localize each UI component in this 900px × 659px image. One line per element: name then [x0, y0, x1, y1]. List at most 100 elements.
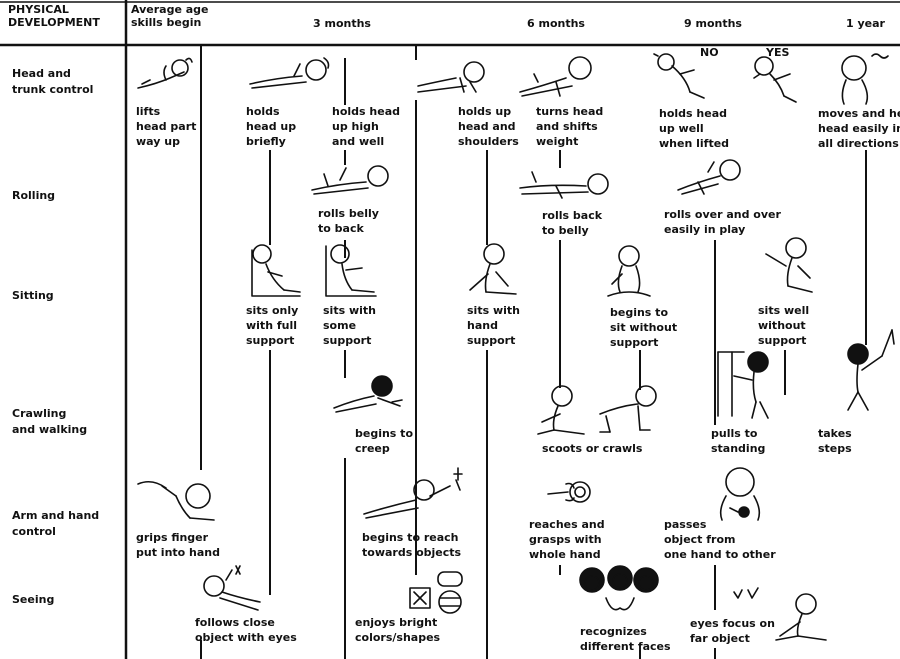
caption-holds-head-briefly: holds head up briefly: [246, 104, 296, 149]
caption-scoots-or-crawls: scoots or crawls: [542, 441, 642, 456]
caption-line: sits with: [467, 304, 520, 317]
caption-line: steps: [818, 442, 852, 455]
row-label-line: Crawling: [12, 407, 67, 420]
row-label-line: Arm and hand: [12, 509, 100, 522]
corner-title-line2: DEVELOPMENT: [8, 16, 100, 29]
caption-line: lifts: [136, 105, 161, 118]
baby-moves-head-illustration: [832, 50, 892, 106]
row-label-arm-hand: Arm and hand control: [12, 508, 99, 540]
baby-eyes-focus-illustration: [772, 592, 830, 646]
label-no: NO: [700, 46, 719, 59]
caption-line: head easily in: [818, 122, 900, 135]
baby-follows-object-illustration: [196, 564, 274, 614]
caption-line: recognizes: [580, 625, 647, 638]
baby-head-lag-no-illustration: [650, 52, 710, 102]
caption-line: with full: [246, 319, 298, 332]
baby-sits-alone-illustration: [604, 244, 654, 302]
row-label-line: Head and: [12, 67, 71, 80]
caption-line: takes: [818, 427, 852, 440]
caption-line: one hand to other: [664, 548, 776, 561]
caption-line: eyes focus on: [690, 617, 775, 630]
baby-rolls-belly-illustration: [308, 160, 392, 198]
caption-sits-well: sits well without support: [758, 303, 809, 348]
baby-scoots-illustration: [534, 384, 590, 440]
age-header-3-months: 3 months: [313, 17, 371, 30]
caption-line: colors/shapes: [355, 631, 441, 644]
baby-sits-full-support-illustration: [248, 242, 306, 302]
caption-sits-without-support: begins to sit without support: [610, 305, 677, 350]
row-label-rolling: Rolling: [12, 188, 55, 204]
caption-line: up high: [332, 120, 379, 133]
baby-sits-well-illustration: [760, 236, 818, 298]
caption-line: up well: [659, 122, 704, 135]
label-yes: YES: [766, 46, 790, 59]
caption-grips-finger: grips finger put into hand: [136, 530, 220, 560]
age-header-9-months: 9 months: [684, 17, 742, 30]
caption-line: standing: [711, 442, 766, 455]
baby-rolls-back-illustration: [516, 164, 610, 202]
caption-rolls-over: rolls over and over easily in play: [664, 207, 781, 237]
caption-line: sit without: [610, 321, 678, 334]
row-label-line: control: [12, 525, 56, 538]
caption-line: some: [323, 319, 357, 332]
caption-line: rolls back: [542, 209, 603, 222]
caption-line: way up: [136, 135, 180, 148]
caption-line: sits only: [246, 304, 299, 317]
caption-line: grasps with: [529, 533, 602, 546]
caption-holds-head-shoulders: holds up head and shoulders: [458, 104, 519, 149]
caption-turns-head: turns head and shifts weight: [536, 104, 603, 149]
caption-line: sits with: [323, 304, 376, 317]
row-label-line: Rolling: [12, 189, 56, 202]
baby-holds-shoulders-illustration: [416, 56, 496, 96]
row-label-sitting: Sitting: [12, 288, 54, 304]
caption-line: holds head: [659, 107, 727, 120]
caption-takes-steps: takes steps: [818, 426, 852, 456]
baby-reaches-illustration: [360, 466, 470, 522]
caption-bright-colors: enjoys bright colors/shapes: [355, 615, 440, 645]
familiar-faces-illustration: [576, 564, 662, 618]
caption-rolls-back-to-belly: rolls back to belly: [542, 208, 602, 238]
baby-turns-head-illustration: [516, 52, 596, 98]
caption-line: to back: [318, 222, 364, 235]
caption-line: rolls over and over: [664, 208, 781, 221]
baby-pulls-to-standing-illustration: [714, 346, 780, 420]
caption-line: and shifts: [536, 120, 598, 133]
baby-grips-finger-illustration: [136, 474, 216, 524]
baby-lifts-head-illustration: [136, 54, 196, 94]
baby-creeps-illustration: [330, 374, 406, 416]
caption-line: object from: [664, 533, 736, 546]
caption-sits-full-support: sits only with full support: [246, 303, 298, 348]
caption-line: far object: [690, 632, 750, 645]
caption-line: and well: [332, 135, 385, 148]
baby-passes-object-illustration: [706, 466, 772, 522]
hand-grasps-illustration: [546, 478, 596, 508]
caption-line: weight: [536, 135, 579, 148]
age-header-1-year: 1 year: [846, 17, 885, 30]
caption-sits-hand-support: sits with hand support: [467, 303, 520, 348]
caption-recognizes-faces: recognizes different faces: [580, 624, 671, 654]
caption-line: support: [610, 336, 659, 349]
row-label-head-trunk: Head and trunk control: [12, 66, 93, 98]
caption-line: head part: [136, 120, 197, 133]
age-column-title-line1: Average age: [131, 3, 209, 16]
caption-line: enjoys bright: [355, 616, 438, 629]
child-takes-steps-illustration: [836, 324, 896, 412]
caption-line: easily in play: [664, 223, 746, 236]
caption-line: support: [467, 334, 516, 347]
colorful-toys-illustration: [404, 568, 466, 616]
caption-line: whole hand: [529, 548, 601, 561]
caption-line: support: [246, 334, 295, 347]
caption-passes-object: passes object from one hand to other: [664, 517, 776, 562]
row-label-line: and walking: [12, 423, 88, 436]
caption-rolls-belly-to-back: rolls belly to back: [318, 206, 379, 236]
baby-sits-some-support-illustration: [322, 240, 380, 302]
caption-line: passes: [664, 518, 707, 531]
caption-line: put into hand: [136, 546, 220, 559]
baby-holds-head-briefly-illustration: [246, 56, 336, 92]
row-label-line: Seeing: [12, 593, 55, 606]
caption-line: reaches and: [529, 518, 605, 531]
caption-line: hand: [467, 319, 498, 332]
caption-line: begins to reach: [362, 531, 459, 544]
row-label-line: Sitting: [12, 289, 54, 302]
